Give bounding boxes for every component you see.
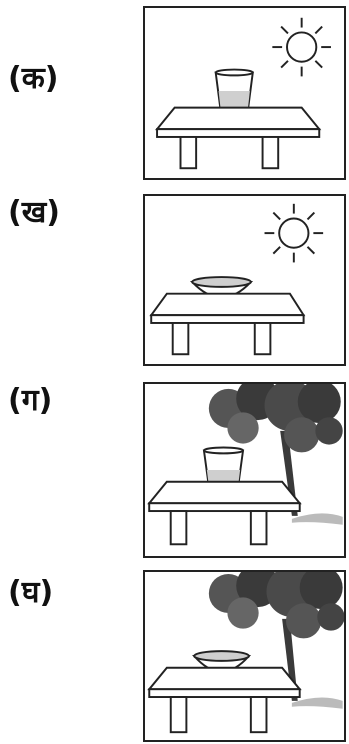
sun-icon: [272, 17, 331, 77]
sun-icon: [264, 203, 324, 263]
option-label-kha: (ख): [8, 195, 60, 230]
panel-bowl-shade: [143, 570, 346, 742]
panel-glass-shade: [143, 382, 346, 558]
option-label-ga: (ग): [8, 383, 53, 418]
scene-bowl-shade: [147, 572, 344, 734]
panel-bowl-sun: [143, 194, 346, 366]
tree-icon: [208, 572, 344, 709]
scene-bowl-sun: [149, 203, 324, 356]
table-icon: [147, 666, 302, 734]
table-icon: [147, 480, 302, 546]
scene-glass-shade: [147, 384, 343, 546]
panel-glass-sun: [143, 6, 346, 180]
scene-glass-sun: [154, 17, 331, 170]
table-icon: [149, 292, 306, 356]
option-label-gha: (घ): [8, 575, 54, 610]
table-icon: [154, 106, 322, 170]
option-label-ka: (क): [8, 61, 59, 96]
